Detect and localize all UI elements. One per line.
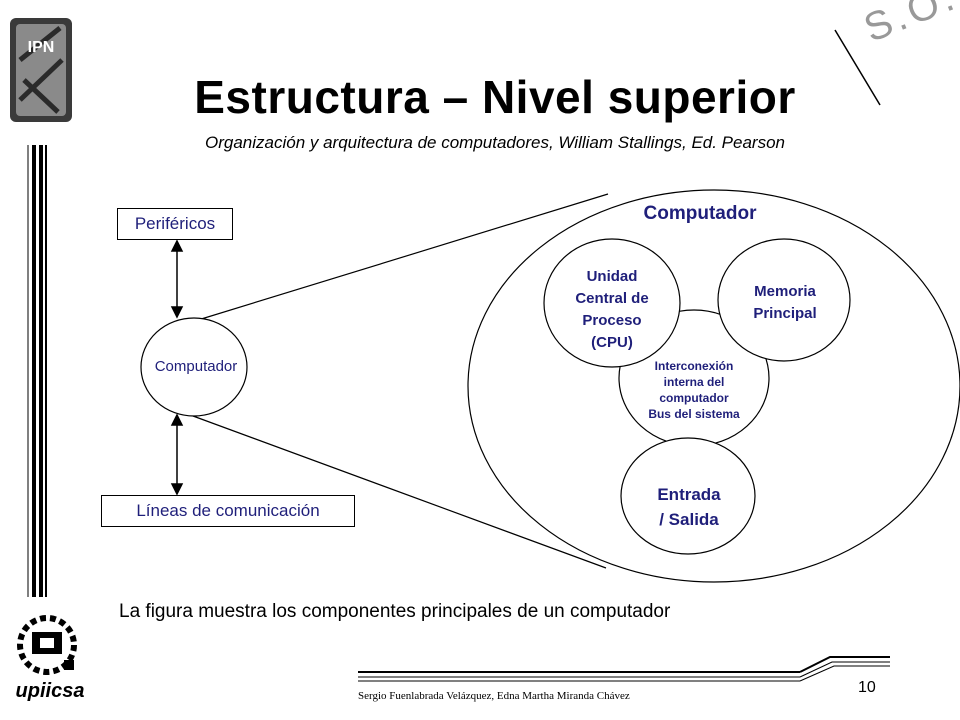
slide-caption: La figura muestra los componentes princi… bbox=[119, 601, 671, 622]
perifericos-box: Periféricos bbox=[117, 208, 233, 240]
page-number: 10 bbox=[858, 679, 876, 696]
cpu-label-line: (CPU) bbox=[591, 334, 633, 351]
interconexion-label-line: computador bbox=[659, 391, 729, 405]
entrada-salida-label-line: / Salida bbox=[659, 510, 719, 529]
slide-subtitle: Organización y arquitectura de computado… bbox=[204, 133, 786, 152]
decorative-bottom-lines bbox=[358, 656, 890, 682]
upiicsa-logo: upiicsa bbox=[16, 615, 85, 702]
authors-footer: Sergio Fuenlabrada Velázquez, Edna Marth… bbox=[358, 690, 630, 702]
interconexion-label-line: Bus del sistema bbox=[648, 407, 740, 421]
lineas-comunicacion-box: Líneas de comunicación bbox=[101, 495, 355, 527]
computador-big-label: Computador bbox=[643, 203, 757, 224]
interconexion-label: Interconexión interna del computador Bus… bbox=[606, 358, 782, 422]
computador-small-ellipse bbox=[140, 317, 248, 417]
entrada-salida-label-line: Entrada bbox=[657, 485, 721, 504]
interconexion-label-line: interna del bbox=[663, 375, 725, 389]
interconexion-label-line: Interconexión bbox=[654, 359, 734, 373]
entrada-salida-ellipse bbox=[620, 437, 756, 555]
decorative-vertical-bars bbox=[27, 145, 47, 597]
corner-divider-line bbox=[834, 29, 881, 106]
memoria-label: Memoria Principal bbox=[717, 281, 853, 325]
zoom-lines bbox=[192, 193, 609, 569]
cpu-label: Unidad Central de Proceso (CPU) bbox=[542, 266, 682, 354]
ipn-logo: IPN bbox=[10, 18, 72, 122]
cpu-label-line: Unidad bbox=[586, 268, 638, 285]
memoria-label-line: Memoria bbox=[754, 283, 816, 300]
memoria-ellipse bbox=[717, 238, 851, 362]
arrow-perifericos bbox=[170, 239, 184, 319]
ipn-logo-text: IPN bbox=[28, 39, 55, 56]
memoria-label-line: Principal bbox=[753, 305, 817, 322]
computador-small-label: Computador bbox=[154, 358, 238, 375]
cpu-ellipse bbox=[543, 238, 681, 368]
entrada-salida-label: Entrada / Salida bbox=[619, 482, 759, 532]
arrow-lineas bbox=[170, 413, 184, 496]
upiicsa-logo-text: upiicsa bbox=[16, 680, 85, 702]
cpu-label-line: Central de bbox=[575, 290, 649, 307]
slide-title: Estructura – Nivel superior bbox=[194, 71, 796, 123]
cpu-label-line: Proceso bbox=[582, 312, 642, 329]
